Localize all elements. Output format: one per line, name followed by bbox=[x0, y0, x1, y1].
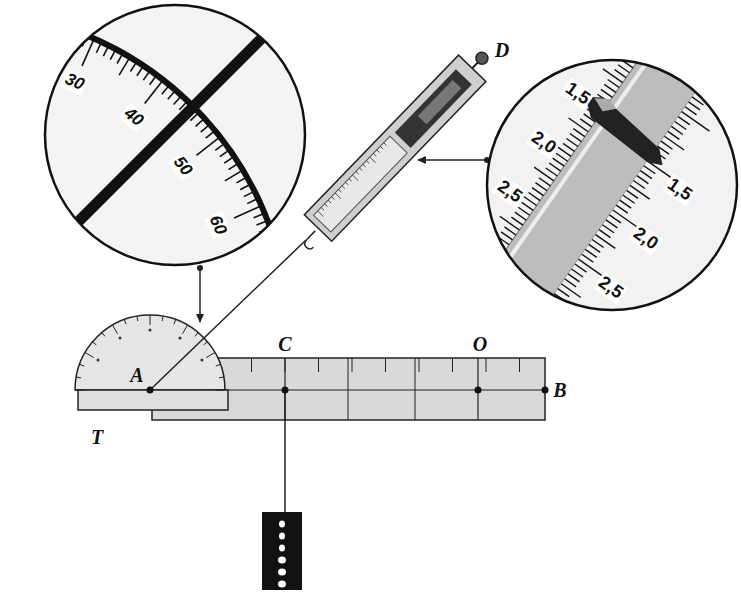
spring-scale bbox=[289, 41, 500, 257]
force-scale-number: 2,5 bbox=[593, 271, 628, 304]
angle-scale-number: 60 bbox=[204, 211, 230, 240]
point-letter: D bbox=[495, 39, 509, 61]
force-scale-number: 2,0 bbox=[526, 127, 561, 160]
magnifier-leader bbox=[199, 266, 201, 322]
force-scale-number: 1,5 bbox=[560, 78, 595, 111]
force-scale-number: 1,5 bbox=[662, 173, 697, 206]
point-letter: A bbox=[130, 364, 143, 386]
point-letter: C bbox=[278, 333, 291, 355]
point-letter: T bbox=[91, 426, 103, 448]
angle-scale-number: 30 bbox=[60, 69, 89, 95]
point-letter: O bbox=[473, 333, 487, 355]
hanging-weight bbox=[262, 390, 302, 590]
angle-scale-number: 50 bbox=[168, 152, 197, 182]
point-letter: B bbox=[553, 379, 566, 401]
magnifier-leader bbox=[418, 159, 487, 161]
protractor bbox=[75, 315, 228, 410]
angle-scale-number: 40 bbox=[119, 103, 149, 132]
pivot-points bbox=[147, 387, 549, 394]
scale-magnifier bbox=[396, 0, 741, 412]
protractor-magnifier bbox=[12, 5, 305, 324]
force-scale-number: 2,0 bbox=[628, 222, 663, 255]
force-scale-number: 2,5 bbox=[492, 176, 527, 209]
